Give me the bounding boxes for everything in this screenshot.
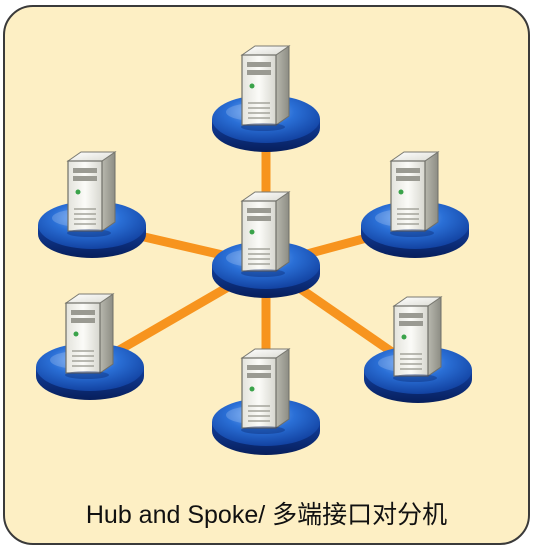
spoke-lower-left [36,293,144,400]
server-icon [392,296,443,382]
server-icon [240,191,291,277]
spoke-upper-right [361,151,469,258]
server-icon [66,151,117,237]
platform-disk [212,241,320,298]
diagram-frame: Hub and Spoke/ 多端接口对分机 [3,5,530,545]
server-icon [64,293,115,379]
spoke-bottom [212,348,320,455]
server-icon [240,348,291,434]
platform-disk [364,346,472,403]
hub-spoke-diagram [36,45,472,455]
hub-server [212,191,320,298]
diagram-caption: Hub and Spoke/ 多端接口对分机 [85,501,448,529]
spoke-upper-left [38,151,146,258]
spoke-lower-right [364,296,472,403]
nodes [36,45,472,455]
server-icon [389,151,440,237]
server-icon [240,45,291,131]
spoke-top [212,45,320,152]
